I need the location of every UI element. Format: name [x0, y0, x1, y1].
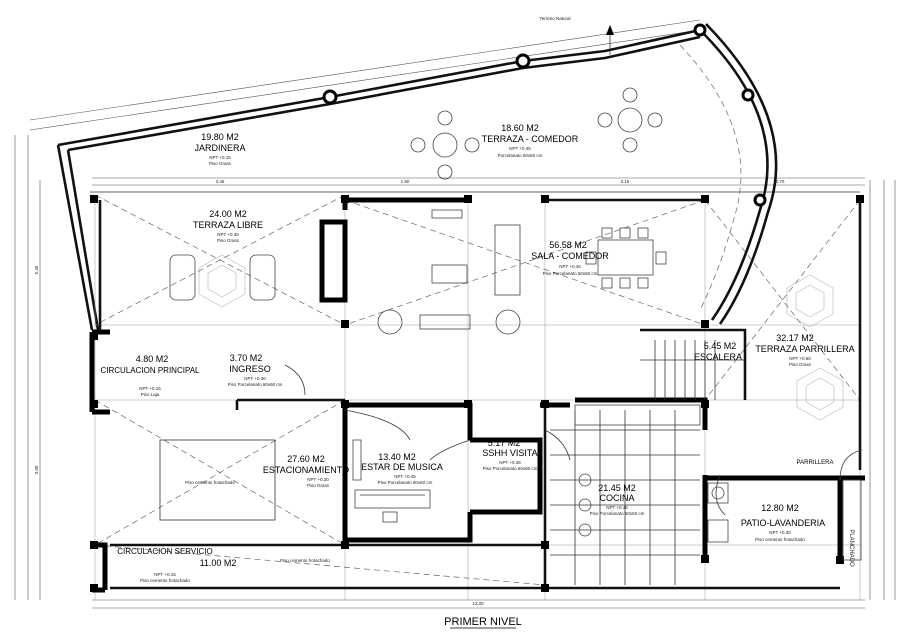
square-columns — [90, 195, 864, 592]
interior-walls — [89, 197, 865, 593]
label-terreno: Terreno Natural — [539, 16, 570, 21]
room-area-circulacion-servicio: 11.00 M2 — [200, 558, 237, 568]
room-name-circulacion-principal: CIRCULACION PRINCIPAL — [101, 366, 201, 375]
room-name-terraza-comedor: TERRAZA - COMEDOR — [482, 134, 579, 144]
label-piso-cemento-1: Piso cemento frotachado — [280, 558, 330, 563]
room-level-jardinera: NPT +0.15 — [209, 155, 231, 160]
room-area-circulacion-principal: 4.80 M2 — [136, 354, 169, 364]
room-area-terraza-parrillera: 32.17 M2 — [776, 333, 814, 343]
dim-bottom-total: 12.00 — [472, 601, 484, 606]
room-finish-jardinera: Piso Grass — [209, 161, 232, 166]
room-name-circulacion-servicio: CIRCULACION SERVICIO — [117, 547, 212, 556]
room-level-circulacion-servicio: NPT +0.15 — [154, 572, 176, 577]
room-finish-estar-musica: Piso Porcelanato 60x60 cm — [378, 480, 433, 485]
room-name-terraza-parrillera: TERRAZA PARRILLERA — [755, 344, 854, 354]
label-parrillera: PARRILLERA — [797, 460, 834, 466]
room-finish-sala-comedor: Piso Porcelanato 60x60 cm — [543, 271, 598, 276]
plan-title: PRIMER NIVEL — [444, 616, 522, 629]
label-planchado: PLANCHADO — [848, 529, 854, 567]
laundry-equipment — [707, 449, 863, 561]
dim-left-1: 5.45 — [34, 265, 39, 274]
room-level-patio-lavanderia: NPT +0.30 — [769, 530, 791, 535]
room-finish-terraza-parrillera: Piso Grass — [789, 362, 812, 367]
room-name-estacionamiento: ESTACIONAMIENTO — [263, 465, 349, 475]
dim-top-3: 3.15 — [621, 179, 630, 184]
room-level-cocina: NPT +0.45 — [606, 505, 628, 510]
room-level-terraza-comedor: NPT +0.45 — [509, 146, 531, 151]
room-area-jardinera: 19.80 M2 — [201, 132, 239, 142]
room-finish-estacionamiento: Piso Grass — [307, 483, 330, 488]
room-level-sshh-visita: NPT +0.45 — [499, 460, 521, 465]
dim-top-4: 2.70 — [776, 179, 785, 184]
room-finish-sshh-visita: Piso Porcelanato 60x60 cm — [483, 466, 538, 471]
room-area-patio-lavanderia: 12.80 M2 — [761, 503, 799, 513]
room-area-escalera: 5.45 M2 — [704, 341, 737, 351]
room-level-terraza-parrillera: NPT +0.60 — [789, 356, 811, 361]
parking-car — [159, 439, 276, 521]
room-finish-ingreso: Piso Porcelanato 60x60 cm — [228, 382, 283, 387]
room-area-estar-musica: 13.40 M2 — [378, 452, 416, 462]
room-labels: 19.80 M2 JARDINERA NPT +0.15 Piso Grass … — [101, 16, 855, 583]
room-name-terraza-libre: TERRAZA LIBRE — [193, 220, 263, 230]
room-level-circulacion-principal: NPT +0.15 — [139, 386, 161, 391]
kitchen-tile-grid — [550, 404, 701, 585]
label-piso-cemento-2: Piso cemento frotachado — [185, 480, 235, 485]
garden-boundary — [56, 28, 860, 331]
room-finish-terraza-libre: Piso Grass — [217, 238, 240, 243]
room-name-escalera: ESCALERA — [694, 352, 742, 362]
room-finish-cocina: Piso Porcelanato 60x60 cm — [590, 511, 645, 516]
room-level-estacionamiento: NPT +0.30 — [307, 477, 329, 482]
dim-left-2: 3.90 — [34, 465, 39, 474]
room-finish-circulacion-principal: Piso Laja — [141, 392, 160, 397]
room-name-sala-comedor: SALA - COMEDOR — [531, 251, 609, 261]
room-level-terraza-libre: NPT +0.30 — [217, 232, 239, 237]
room-name-estar-musica: ESTAR DE MUSICA — [361, 462, 443, 472]
diagonal-guides — [94, 194, 861, 586]
page-title: PRIMER NIVEL — [444, 616, 522, 628]
room-name-sshh-visita: SSHH VISITA — [482, 448, 537, 458]
room-level-ingreso: NPT +0.30 — [244, 376, 266, 381]
room-finish-circulacion-servicio: Piso cemento frotachado — [140, 578, 190, 583]
round-columns — [322, 23, 767, 207]
umbrellas — [169, 254, 844, 421]
dimension-lines — [14, 19, 896, 609]
curved-terrace-wall — [679, 23, 778, 325]
room-name-cocina: COCINA — [599, 493, 634, 503]
room-name-jardinera: JARDINERA — [194, 143, 245, 153]
piano — [352, 439, 431, 523]
room-finish-terraza-comedor: Porcelanato 60x60 cm — [498, 153, 543, 158]
dining-set — [377, 209, 667, 335]
outdoor-furniture — [410, 87, 663, 180]
room-area-ingreso: 3.70 M2 — [230, 353, 263, 363]
room-area-sshh-visita: 5.17 M2 — [488, 438, 521, 448]
room-area-terraza-comedor: 18.60 M2 — [501, 123, 539, 133]
room-name-ingreso: INGRESO — [229, 364, 271, 374]
dim-top-1: 3.45 — [216, 179, 225, 184]
dim-top-2: 1.80 — [401, 179, 410, 184]
room-area-sala-comedor: 56.58 M2 — [549, 240, 587, 250]
room-finish-patio-lavanderia: Piso cemento frotachado — [755, 537, 805, 542]
stairs — [640, 340, 745, 400]
room-area-terraza-libre: 24.00 M2 — [209, 209, 247, 219]
room-area-cocina: 21.45 M2 — [598, 483, 636, 493]
room-level-estar-musica: NPT +0.45 — [394, 474, 416, 479]
room-area-estacionamiento: 27.60 M2 — [287, 454, 325, 464]
room-level-sala-comedor: NPT +0.45 — [559, 264, 581, 269]
north-arrow-icon — [606, 25, 614, 55]
dimension-labels: 12.00 3.45 1.80 3.15 2.70 5.45 3.90 — [34, 179, 785, 606]
room-name-patio-lavanderia: PATIO-LAVANDERIA — [741, 518, 825, 528]
door-swings — [284, 364, 726, 516]
